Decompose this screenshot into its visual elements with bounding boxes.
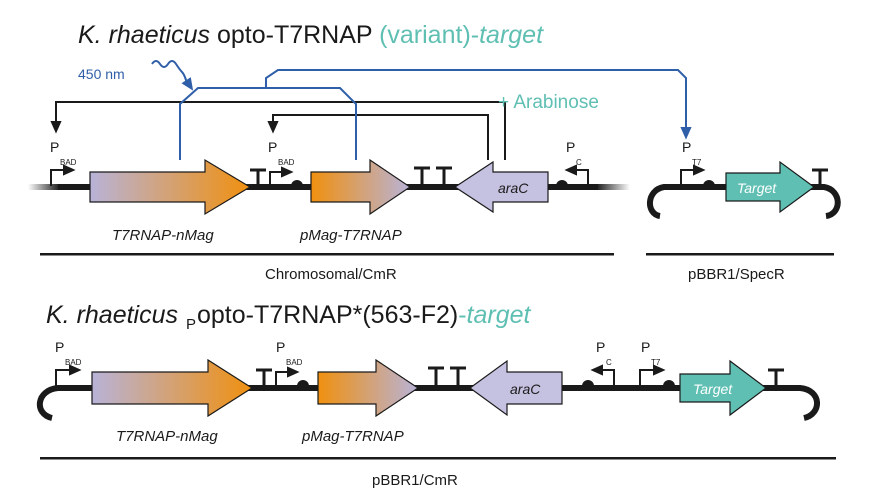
rbs-arac-2-icon [582,380,594,386]
gene-pmag-t7rnap-label: pMag-T7RNAP [299,227,402,244]
bottom-title-construct: opto-T7RNAP*(563-F2)-target [197,301,532,329]
terminator-3-icon [256,368,272,386]
gene-target-2-label: Target [693,381,733,397]
gene-arac-label: araC [498,180,529,196]
terminator-target-2-icon [768,368,784,386]
cm-underline [40,457,836,460]
chromosomal-underline [40,253,614,256]
terminator-4-icon [428,366,466,386]
plasmid-cm-backbone [36,385,820,421]
rbs-target-2-icon [663,380,675,386]
promoter-pt7-1-sub: T7 [692,158,702,167]
chromosome-fade-right [596,184,630,190]
promoter-pc-1-icon [564,164,589,186]
gene-pmag-t7rnap-2-label: pMag-T7RNAP [301,428,404,445]
gene-t7rnap-nmag-label: T7RNAP-nMag [112,227,214,244]
arabinose-label: + Arabinose [498,92,599,113]
top-title-target: target [479,21,544,49]
chromosomal-label: Chromosomal/CmR [265,266,397,283]
promoter-pbad-4-label: P [276,339,285,355]
gene-target-1 [725,160,816,214]
gene-t7rnap-nmag-2 [91,358,254,418]
light-label: 450 nm [78,66,125,82]
gene-target-2 [679,359,767,417]
gene-pmag-t7rnap [310,158,412,216]
promoter-pbad-3-label: P [55,339,64,355]
promoter-pt7-1-icon [680,164,706,186]
promoter-pbad-4-icon [275,366,300,386]
promoter-pt7-2-icon [639,364,666,386]
arac-regulation-line-2 [267,114,489,160]
gene-t7rnap-nmag-2-label: T7RNAP-nMag [116,428,218,445]
top-title-species: K. rhaeticus [78,21,210,49]
rbs-1-icon [291,180,303,186]
promoter-pc-2-icon [590,364,615,386]
promoter-pbad-1-sub: BAD [60,158,77,167]
rbs-arac-icon [556,180,568,186]
gene-pmag-t7rnap-2 [317,358,420,418]
gene-arac-2 [468,359,563,417]
t7-activation-line [265,69,692,140]
bottom-title: K. rhaeticus [46,301,178,329]
promoter-pc-2-label: P [596,339,605,355]
arac-regulation-line-1 [50,101,506,160]
gene-arac [453,160,549,214]
gene-target-1-label: Target [737,180,777,196]
terminator-1-icon [250,168,266,186]
promoter-pbad-1-icon [50,164,76,186]
light-squiggle-icon [151,60,194,91]
top-title: K. rhaeticus opto-T7RNAP (variant)-targe… [78,21,544,49]
dimer-bracket-line [179,87,357,160]
promoter-pbad-3-sub: BAD [65,358,82,367]
cm-label: pBBR1/CmR [372,472,458,489]
top-title-variant: (variant)- [379,21,479,49]
bottom-title-sub: P [186,316,196,333]
promoter-pc-1-sub: C [576,158,582,167]
rbs-2-icon [297,380,309,386]
gene-t7rnap-nmag [89,158,252,216]
promoter-pc-2-sub: C [606,358,612,367]
promoter-pbad-2-icon [269,166,294,186]
promoter-pc-1-label: P [566,139,575,155]
gene-arac-2-label: araC [510,381,541,397]
terminator-2-icon [414,166,452,186]
promoter-pbad-4-sub: BAD [286,358,303,367]
chromosome-fade-left [28,184,60,190]
promoter-pt7-1-label: P [682,139,691,155]
promoter-pbad-3-icon [55,364,82,386]
top-title-construct: opto-T7RNAP [210,21,379,49]
terminator-target-1-icon [812,168,828,186]
spec-underline [646,253,834,256]
promoter-pt7-2-label: P [641,339,650,355]
promoter-pbad-1-label: P [50,139,59,155]
bottom-title-species: K. rhaeticus [46,301,178,329]
rbs-target-1-icon [703,180,715,186]
promoter-pbad-2-sub: BAD [278,158,295,167]
spec-label: pBBR1/SpecR [688,266,785,283]
promoter-pbad-2-label: P [268,139,277,155]
promoter-pt7-2-sub: T7 [651,358,661,367]
